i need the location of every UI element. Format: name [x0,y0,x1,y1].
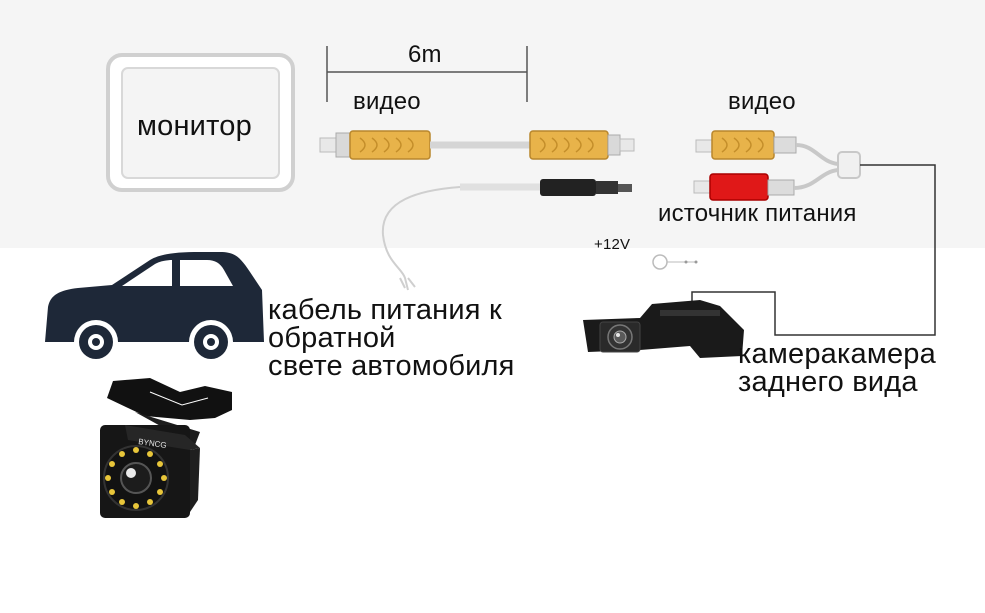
camera-brand-text: BYNCG [138,437,167,450]
camera-power-plug [693,173,795,201]
cable-length-label: 6m [408,41,442,68]
monitor-icon [106,53,295,192]
y-splitter [793,143,861,190]
power-source-label: источник питания [658,200,857,227]
square-camera-icon: BYNCG [100,378,232,518]
camera-video-plug [695,130,797,160]
monitor-label: монитор [137,110,252,142]
rear-camera-icon [583,300,744,358]
video-extension-cable [319,130,635,160]
car-icon [45,252,264,364]
video-label-right: видео [728,88,796,115]
camera-label: камеракамера заднего вида [738,338,936,398]
voltage-symbol-icon [652,254,698,270]
camera-cable [691,164,936,336]
power-trigger-cable [381,179,632,291]
video-label-left: видео [353,88,421,115]
voltage-label: +12V [594,236,631,253]
power-cable-label: кабель питания к обратной свете автомоби… [268,294,515,382]
cable-length-dimension [326,46,528,102]
